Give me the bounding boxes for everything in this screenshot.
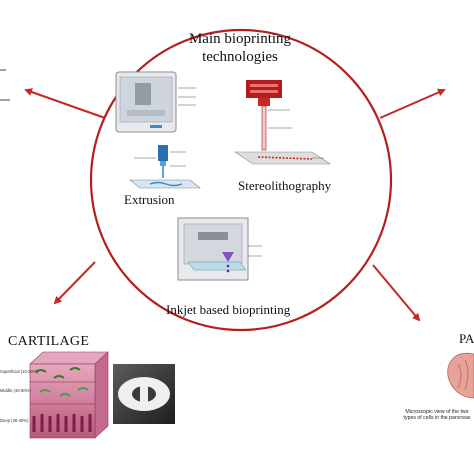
extrusion-nozzle-illustration <box>129 145 201 189</box>
pancreas-title: PA <box>459 331 474 346</box>
stereolithography-label: Stereolithography <box>238 178 332 193</box>
arrow-top-right <box>379 88 446 119</box>
cartilage-layer-deep: Deep (30-40%) <box>0 418 29 423</box>
pancreas-illustration <box>447 352 474 399</box>
arrow-bottom-right <box>372 264 421 322</box>
cartilage-layer-middle: Middle (40-60%) <box>0 388 31 393</box>
left-edge-fragment <box>0 69 10 101</box>
central-title-line2: technologies <box>202 49 278 65</box>
cartilage-title: CARTILAGE <box>8 334 90 349</box>
central-title-line1: Main bioprinting <box>188 31 292 47</box>
extrusion-printer-illustration <box>115 71 196 133</box>
pancreas-microscopic-caption: Microscopic view of the two types of cel… <box>403 409 471 422</box>
inkjet-printer-illustration <box>177 217 262 281</box>
arrow-bottom-left <box>53 261 96 305</box>
cartilage-layer-superficial: Superficial (10-20%) <box>0 369 38 374</box>
inkjet-label: Inkjet based bioprinting <box>166 302 291 317</box>
arrow-top-left <box>24 88 106 119</box>
extrusion-label: Extrusion <box>124 192 175 207</box>
main-circle <box>89 28 393 332</box>
central-title: Main bioprinting technologies <box>140 30 340 66</box>
printed-cartilage-photo <box>113 364 175 424</box>
stereolithography-illustration <box>234 80 331 165</box>
cartilage-tissue-illustration <box>29 351 109 439</box>
